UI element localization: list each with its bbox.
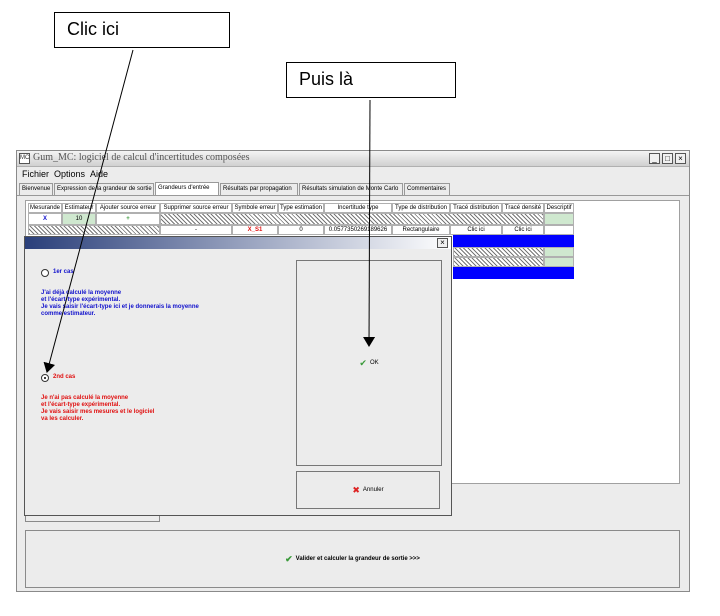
cross-icon: ✖ <box>352 484 360 495</box>
grid-cell-distribution[interactable]: Rectangulaire <box>392 225 450 235</box>
maximize-button[interactable]: □ <box>662 153 673 164</box>
tab-expression[interactable]: Expression de la grandeur de sortie <box>54 183 154 195</box>
grid-cell-descriptif-row4[interactable] <box>544 247 574 257</box>
window-titlebar[interactable]: MC Gum_MC: logiciel de calcul d'incertit… <box>17 151 689 167</box>
minimize-button[interactable]: _ <box>649 153 660 164</box>
menu-options[interactable]: Options <box>54 169 86 179</box>
annotation-callout-then-there: Puis là <box>286 62 456 98</box>
validate-compute-button[interactable]: ✔ Valider et calculer la grandeur de sor… <box>25 530 680 588</box>
close-button[interactable]: × <box>675 153 686 164</box>
tab-resultats-propagation[interactable]: Résultats par propagation <box>220 183 298 195</box>
check-icon: ✔ <box>285 553 293 564</box>
dialog-close-button[interactable]: × <box>437 238 448 248</box>
grid-header-estimateur: Estimateur <box>62 203 96 213</box>
validate-label: Valider et calculer la grandeur de sorti… <box>295 556 420 562</box>
menubar: Fichier Options Aide <box>17 168 689 182</box>
check-icon: ✔ <box>359 357 367 368</box>
radio-label-2nd-cas[interactable]: 2nd cas <box>53 374 76 380</box>
app-icon: MC <box>19 153 30 164</box>
cancel-label: Annuler <box>362 487 384 493</box>
menu-aide[interactable]: Aide <box>90 169 109 179</box>
grid-cell-incertitude[interactable]: 0.0577350269189626 <box>324 225 392 235</box>
option2-description: Je n'ai pas calculé la moyenne et l'écar… <box>41 395 155 422</box>
grid-row4-hatched <box>453 247 544 257</box>
tab-grandeurs-entree[interactable]: Grandeurs d'entrée <box>155 182 219 195</box>
cancel-button[interactable]: ✖ Annuler <box>296 471 440 509</box>
plot-density-link[interactable]: Clic ici <box>502 225 544 235</box>
radio-option-1er-cas[interactable] <box>41 269 49 277</box>
remove-error-source-button[interactable]: - <box>160 225 232 235</box>
plot-distribution-link[interactable]: Clic ici <box>450 225 502 235</box>
tab-resultats-monte-carlo[interactable]: Résultats simulation de Monte Carlo <box>299 183 403 195</box>
dialog-titlebar[interactable]: × <box>25 237 451 249</box>
grid-cell-symbole[interactable]: X_S1 <box>232 225 278 235</box>
grid-header-ajouter-source: Ajouter source erreur <box>96 203 160 213</box>
tab-bar: Bienvenue Expression de la grandeur de s… <box>17 182 689 195</box>
grid-cell-descriptif-row2[interactable] <box>544 225 574 235</box>
ok-button[interactable]: ✔ OK <box>296 260 442 466</box>
window-title: Gum_MC: logiciel de calcul d'incertitude… <box>33 152 250 163</box>
radio-option-2nd-cas[interactable] <box>41 374 49 382</box>
radio-label-1er-cas[interactable]: 1er cas <box>53 269 74 275</box>
grid-cell-descriptif-row5[interactable] <box>544 257 574 267</box>
grid-header-mesurande: Mesurande <box>28 203 62 213</box>
grid-header-trace-distribution: Tracé distribution <box>450 203 502 213</box>
grid-header-type-estimation: Type estimation <box>278 203 324 213</box>
tab-commentaires[interactable]: Commentaires <box>404 183 450 195</box>
grid-header-trace-densite: Tracé densité <box>502 203 544 213</box>
grid-header-supprimer-source: Supprimer source erreur <box>160 203 232 213</box>
grid-row5-hatched <box>453 257 544 267</box>
annotation-callout-click-here: Clic ici <box>54 12 230 48</box>
option1-description: J'ai déjà calculé la moyenne et l'écart-… <box>41 290 199 317</box>
grid-row3-selected[interactable] <box>453 235 574 247</box>
grid-header-incertitude-type: Incertitude type <box>324 203 392 213</box>
grid-header-descriptif: Descriptif <box>544 203 574 213</box>
measurement-mode-dialog: × 1er cas J'ai déjà calculé la moyenne e… <box>24 236 452 516</box>
menu-fichier[interactable]: Fichier <box>22 169 50 179</box>
grid-cell-descriptif-row1[interactable] <box>544 213 574 225</box>
grid-row1-hatched <box>160 213 544 225</box>
ok-label: OK <box>369 360 379 366</box>
grid-row2-hatched <box>28 225 160 235</box>
grid-cell-type-estimation[interactable]: 0 <box>278 225 324 235</box>
grid-header-symbole-erreur: Symbole erreur <box>232 203 278 213</box>
grid-cell-estimateur[interactable]: 10 <box>62 213 96 225</box>
grid-row6-selected[interactable] <box>453 267 574 279</box>
grid-header-type-distribution: Type de distribution <box>392 203 450 213</box>
add-error-source-button[interactable]: + <box>96 213 160 225</box>
tab-bienvenue[interactable]: Bienvenue <box>19 183 53 195</box>
grid-cell-mesurande[interactable]: X <box>28 213 62 225</box>
